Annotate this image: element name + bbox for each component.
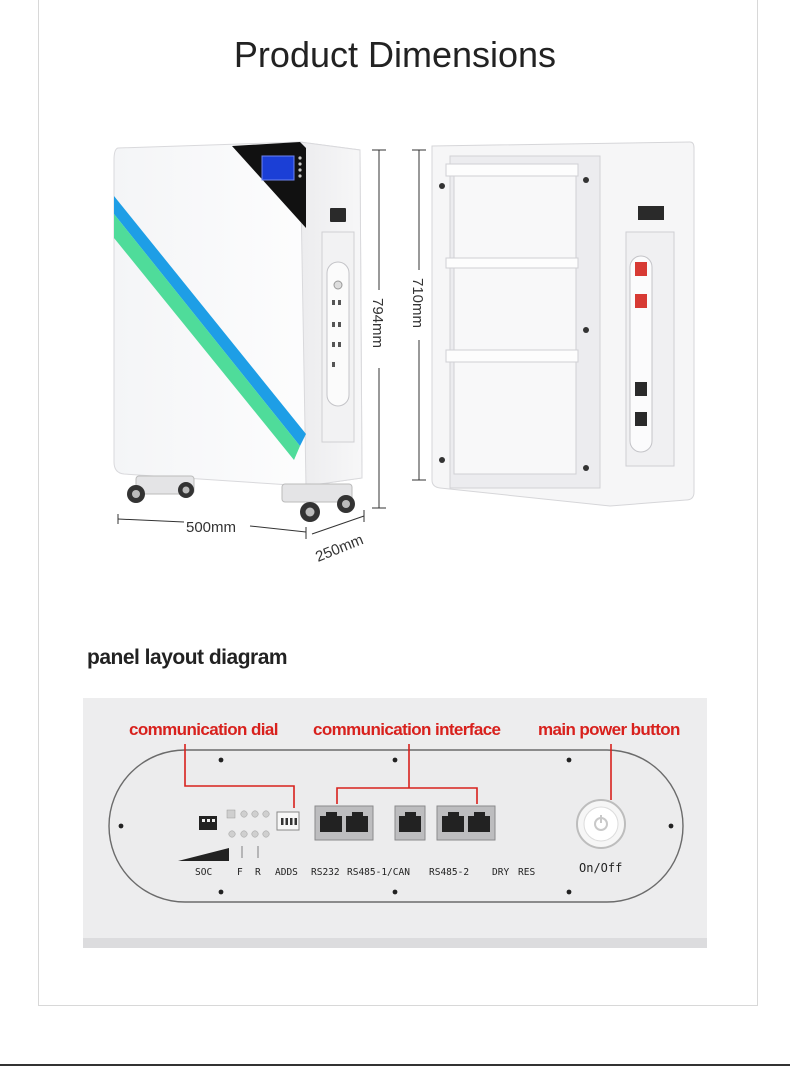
callout-communication-dial: communication dial (129, 720, 278, 739)
label-rs485-2: RS485-2 (429, 867, 469, 878)
panel-layout-diagram: SOC F R ADDS RS232 RS485-1/CAN RS485-2 D… (83, 698, 707, 948)
rs485-2-port-pair[interactable] (436, 805, 496, 841)
front-height-dimension: 794mm (369, 298, 386, 348)
width-dimension: 500mm (186, 519, 236, 536)
panel-drawing: SOC F R ADDS RS232 RS485-1/CAN RS485-2 D… (83, 698, 707, 948)
callout-communication-interface: communication interface (313, 720, 501, 739)
page-title: Product Dimensions (233, 34, 557, 75)
lcd-display-icon (261, 155, 295, 181)
label-soc: SOC (195, 867, 212, 878)
panel-section-title: panel layout diagram (87, 646, 288, 669)
label-rs232: RS232 (311, 867, 340, 878)
dimension-lines (117, 149, 426, 539)
label-rs485-1-can: RS485-1/CAN (347, 867, 410, 878)
front-wheels (127, 475, 355, 522)
callout-main-power-button: main power button (538, 720, 680, 739)
rear-battery-unit (431, 141, 695, 507)
product-illustration: 500mm 250mm 794mm 710mm (113, 141, 695, 566)
label-r: R (255, 867, 261, 878)
dip-switch-icon (199, 816, 217, 830)
middle-port[interactable] (394, 805, 426, 841)
label-f: F (237, 867, 243, 878)
depth-dimension: 250mm (313, 531, 366, 566)
label-res: RES (518, 867, 535, 878)
label-adds: ADDS (275, 867, 298, 878)
back-height-dimension: 710mm (409, 278, 426, 328)
label-on-off: On/Off (579, 861, 622, 875)
label-dry: DRY (492, 867, 509, 878)
rs232-rs485-port-pair[interactable] (314, 805, 374, 841)
front-battery-unit (113, 141, 363, 522)
content-frame (38, 0, 758, 1006)
bottom-divider (0, 1064, 790, 1066)
main-power-button[interactable] (576, 799, 626, 849)
